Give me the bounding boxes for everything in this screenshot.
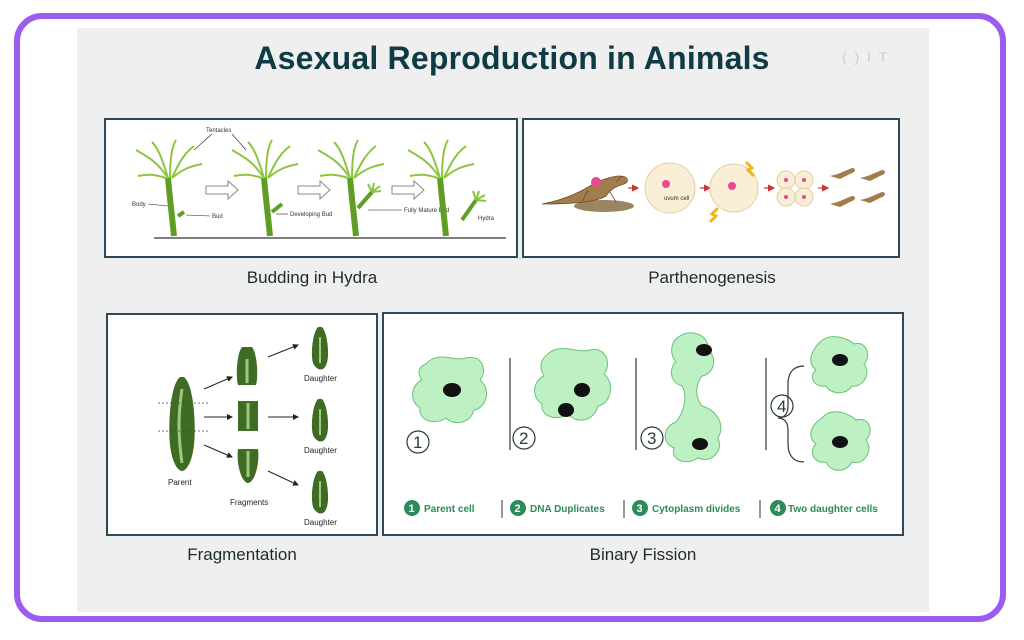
hydra-stage-3 xyxy=(317,139,385,237)
budding-caption: Budding in Hydra xyxy=(246,268,378,287)
step-number-2: 2 xyxy=(519,429,528,448)
fragments-label: Fragments xyxy=(230,498,268,507)
step-number-1: 1 xyxy=(413,433,422,452)
arrow-right-icon xyxy=(391,179,425,201)
legend-label-4: Two daughter cells xyxy=(788,504,878,515)
tentacles-label: Tentacles xyxy=(206,128,231,134)
legend-num-2: 2 xyxy=(515,503,521,515)
dividing-cells xyxy=(776,170,814,207)
egg-cell-marker xyxy=(591,177,601,187)
ovum-label: ovum cell xyxy=(664,196,689,202)
legend-num-3: 3 xyxy=(637,503,643,515)
daughter-label-3: Daughter xyxy=(304,518,337,527)
binary-fission-caption: Binary Fission xyxy=(589,545,697,564)
hydra-stage-1 xyxy=(135,139,203,237)
binary-fission-panel: 1 2 3 4 1 Parent cell 2 DNA Duplicates 3… xyxy=(382,312,904,536)
budding-diagram: Tentacles Body Bud Developing Bud xyxy=(132,128,506,239)
bud-label: Bud xyxy=(212,214,223,220)
step-number-4: 4 xyxy=(777,397,786,416)
offspring-lizards-icon xyxy=(830,168,885,207)
binary-fission-diagram: 1 2 3 4 1 Parent cell 2 DNA Duplicates 3… xyxy=(404,332,878,518)
step-number-3: 3 xyxy=(647,429,656,448)
watermark-logo: ( ) I T xyxy=(842,49,890,65)
hydra-stage-2 xyxy=(231,139,299,237)
legend: 1 Parent cell 2 DNA Duplicates 3 Cytopla… xyxy=(404,500,878,518)
daughter-label-1: Daughter xyxy=(304,374,337,383)
fully-mature-bud-label: Fully Mature Bud xyxy=(404,208,449,214)
body-label: Body xyxy=(132,202,146,208)
fragmentation-panel: Parent Fragments Daughter Daughter Daugh… xyxy=(106,313,378,536)
legend-label-1: Parent cell xyxy=(424,504,475,515)
arrow-right-icon xyxy=(297,179,331,201)
page-title: Asexual Reproduction in Animals xyxy=(254,40,770,76)
ovum-cell xyxy=(644,162,696,214)
parent-label: Parent xyxy=(168,478,192,487)
fragmentation-caption: Fragmentation xyxy=(187,545,297,564)
parthenogenesis-panel: ovum cell xyxy=(522,118,900,258)
dna-duplicate-cell xyxy=(534,348,612,421)
grouping-bracket xyxy=(777,365,805,463)
hydra-label: Hydra xyxy=(478,216,495,222)
rock-shape xyxy=(574,200,634,212)
arrow-right-icon xyxy=(205,179,239,201)
legend-label-3: Cytoplasm divides xyxy=(652,504,741,515)
fragmentation-diagram: Parent Fragments Daughter Daughter Daugh… xyxy=(158,327,337,527)
hydra-stage-4 xyxy=(407,139,487,237)
lightning-icon xyxy=(708,206,720,224)
parthenogenesis-diagram: ovum cell xyxy=(541,160,885,224)
lightning-icon xyxy=(744,160,756,178)
daughter-label-2: Daughter xyxy=(304,446,337,455)
developing-bud-label: Developing Bud xyxy=(290,212,332,218)
budding-panel: Tentacles Body Bud Developing Bud xyxy=(104,118,518,258)
cytoplasm-dividing-cell xyxy=(664,332,722,463)
parthenogenesis-caption: Parthenogenesis xyxy=(648,268,776,287)
legend-label-2: DNA Duplicates xyxy=(530,504,605,515)
legend-num-1: 1 xyxy=(409,503,415,515)
lizard-icon xyxy=(541,175,628,205)
legend-num-4: 4 xyxy=(775,503,782,515)
parent-planaria xyxy=(169,377,195,471)
